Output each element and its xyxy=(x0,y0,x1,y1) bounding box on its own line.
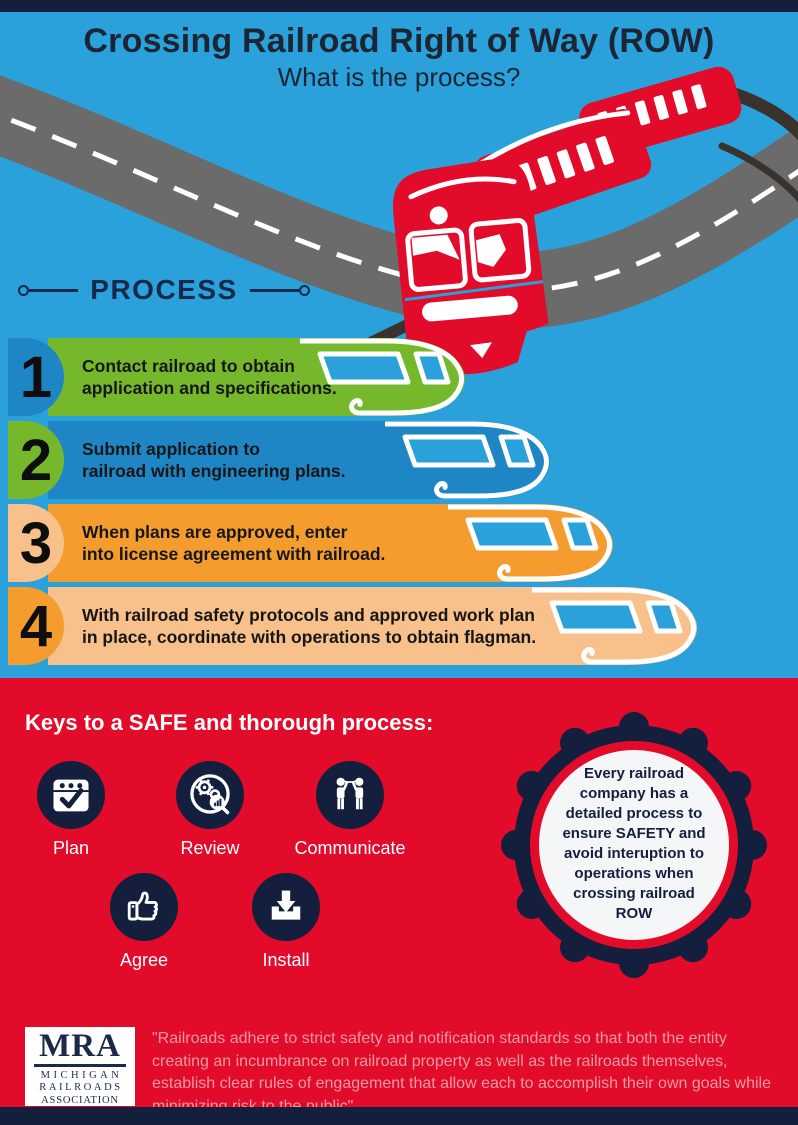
step-4: With railroad safety protocols and appro… xyxy=(8,587,702,665)
plan-icon-circle xyxy=(37,761,105,829)
key-label: Install xyxy=(262,950,310,970)
thumbs-up-icon xyxy=(127,891,158,921)
badge-line: operations when xyxy=(574,864,694,882)
step-1: Contact railroad to obtain application a… xyxy=(8,338,470,416)
review-icon-circle xyxy=(176,761,244,829)
badge-line: company has a xyxy=(579,784,689,802)
train-cab xyxy=(393,159,549,375)
download-install-icon xyxy=(271,890,301,920)
install-icon-circle xyxy=(252,873,320,941)
page-subtitle: What is the process? xyxy=(277,62,521,92)
step-text: Submit application to railroad with engi… xyxy=(82,438,346,483)
road-and-train-illustration xyxy=(0,66,798,375)
step-text: Contact railroad to obtain application a… xyxy=(82,355,337,400)
process-heading: PROCESS xyxy=(18,272,310,308)
top-accent-bar xyxy=(0,0,798,12)
step-text: With railroad safety protocols and appro… xyxy=(82,604,536,649)
step-bar xyxy=(48,504,478,582)
process-rule-left xyxy=(29,288,79,292)
badge-line: Every railroad xyxy=(583,765,685,782)
nose-window-small xyxy=(413,351,451,385)
badge-line: avoid interuption to xyxy=(564,844,704,862)
step-number: 1 xyxy=(19,344,53,410)
step-number: 4 xyxy=(19,593,53,659)
key-item-install: Install xyxy=(226,873,346,971)
train-nose-graphic xyxy=(385,421,551,499)
key-item-agree: Agree xyxy=(84,873,204,971)
process-rule-right xyxy=(249,288,299,292)
key-item-plan: Plan xyxy=(11,761,131,859)
step-text-line: application and specifications. xyxy=(82,378,337,398)
bottom-accent-bar xyxy=(0,1107,798,1125)
step-text-line: into license agreement with railroad. xyxy=(82,544,386,564)
nose-window-small xyxy=(645,600,683,634)
step-text-line: Contact railroad to obtain xyxy=(82,355,295,376)
cab-bumper xyxy=(422,295,518,322)
process-heading-label: PROCESS xyxy=(90,274,238,305)
step-text-line: With railroad safety protocols and appro… xyxy=(82,604,535,625)
agree-icon-circle xyxy=(110,873,178,941)
step-bar xyxy=(48,421,415,499)
safety-badge-gear-graphic xyxy=(501,712,767,978)
nose-window-large xyxy=(549,600,643,634)
train-nose-graphic xyxy=(532,587,698,665)
badge-line: crossing railroad xyxy=(573,884,695,902)
communicate-icon-circle xyxy=(316,761,384,829)
nose-window-large xyxy=(465,517,559,551)
calendar-check-icon xyxy=(53,779,89,812)
step-2: Submit application to railroad with engi… xyxy=(8,421,555,499)
process-endpoint-dot-right xyxy=(299,284,310,296)
step-number-tab: 3 xyxy=(8,504,64,582)
safety-badge-text: Every railroad company has a detailed pr… xyxy=(542,764,726,924)
keys-heading: Keys to a SAFE and thorough process: xyxy=(25,710,434,735)
nose-window-small xyxy=(498,434,536,468)
nose-window-small xyxy=(561,517,599,551)
mra-logo-abbr: MRA xyxy=(39,1028,121,1064)
step-bar xyxy=(48,587,562,665)
step-text-line: railroad with engineering plans. xyxy=(82,461,346,481)
key-label: Plan xyxy=(52,838,90,858)
mra-logo-line: RAILROADS xyxy=(39,1082,123,1094)
process-endpoint-dot-left xyxy=(18,284,29,296)
step-text: When plans are approved, enter into lice… xyxy=(82,521,385,566)
badge-line: detailed process to xyxy=(565,804,703,822)
step-number: 3 xyxy=(19,510,53,576)
people-talking-icon xyxy=(336,777,364,810)
badge-line: ROW xyxy=(615,904,653,922)
key-item-communicate: Communicate xyxy=(290,761,410,859)
key-item-review: Review xyxy=(150,761,270,859)
footer-quote: "Railroads adhere to strict safety and n… xyxy=(152,1030,772,1115)
mra-logo: MRA MICHIGAN RAILROADS ASSOCIATION xyxy=(25,1027,135,1106)
step-3: When plans are approved, enter into lice… xyxy=(8,504,618,582)
step-text-line: When plans are approved, enter xyxy=(82,521,348,542)
key-label: Communicate xyxy=(294,838,406,858)
mra-logo-line: MICHIGAN xyxy=(40,1069,123,1081)
badge-line: ensure SAFETY and xyxy=(562,824,706,842)
nose-window-large xyxy=(317,351,411,385)
step-text-line: in place, coordinate with operations to … xyxy=(82,627,537,647)
train-nose-graphic xyxy=(300,338,466,416)
train-illustration xyxy=(393,66,742,375)
key-label: Agree xyxy=(119,950,169,970)
gears-magnifier-icon xyxy=(190,774,230,815)
step-bar xyxy=(48,338,330,416)
mra-logo-rule xyxy=(34,1064,126,1067)
mra-logo-line: ASSOCIATION xyxy=(41,1095,119,1107)
headlight xyxy=(429,206,448,225)
step-text-line: Submit application to xyxy=(82,438,260,459)
nose-window-large xyxy=(402,434,496,468)
train-nose-graphic xyxy=(448,504,614,582)
key-label: Review xyxy=(180,838,240,858)
page-title: Crossing Railroad Right of Way (ROW) xyxy=(83,22,715,60)
step-number: 2 xyxy=(19,427,53,493)
